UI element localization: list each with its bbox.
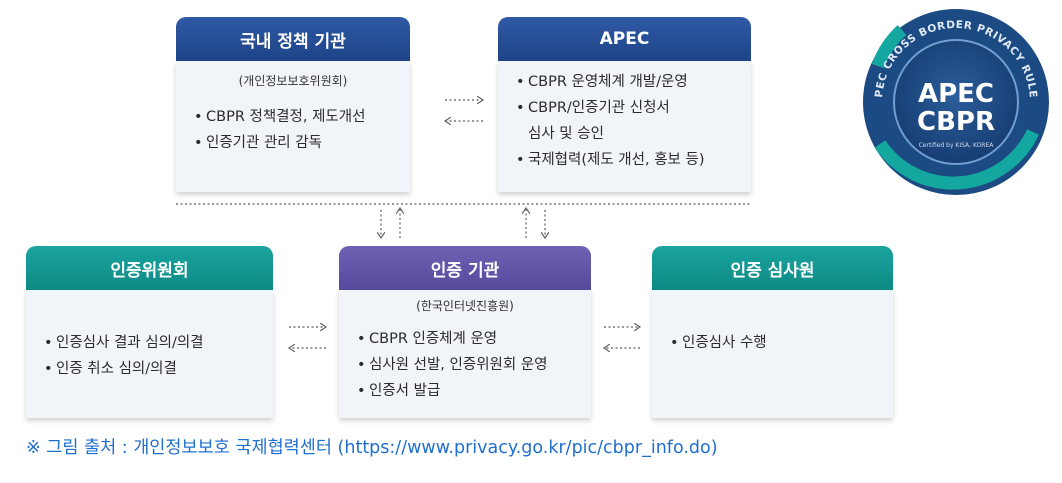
list-item: 국제협력(제도 개선, 홍보 등): [516, 147, 705, 173]
committee-body: 인증심사 결과 심의/의결 인증 취소 심의/의결: [26, 290, 273, 418]
agency-title: 인증 기관: [339, 246, 591, 290]
domestic-policy-body: (개인정보보호위원회) CBPR 정책결정, 제도개선 인증기관 관리 감독: [176, 61, 410, 192]
agency-subtitle: (한국인터넷진흥원): [416, 299, 514, 313]
committee-box: 인증위원회 인증심사 결과 심의/의결 인증 취소 심의/의결: [26, 246, 273, 418]
committee-title: 인증위원회: [26, 246, 273, 290]
list-item: CBPR 정책결정, 제도개선: [194, 104, 365, 130]
domestic-policy-box: 국내 정책 기관 (개인정보보호위원회) CBPR 정책결정, 제도개선 인증기…: [176, 17, 410, 192]
list-item: 인증심사 수행: [670, 330, 767, 356]
auditor-list: 인증심사 수행: [670, 330, 767, 356]
domestic-policy-subtitle: (개인정보보호위원회): [238, 74, 348, 88]
apec-title: APEC: [498, 17, 751, 61]
auditor-title: 인증 심사원: [652, 246, 893, 290]
auditor-body: 인증심사 수행: [652, 290, 893, 418]
list-item: 인증 취소 심의/의결: [44, 356, 204, 382]
logo-line1: APEC: [918, 79, 994, 109]
list-item: 심사원 선발, 인증위원회 운영: [357, 352, 548, 378]
agency-list: CBPR 인증체계 운영 심사원 선발, 인증위원회 운영 인증서 발급: [357, 326, 548, 404]
logo-line2: CBPR: [917, 107, 995, 137]
agency-box: 인증 기관 (한국인터넷진흥원) CBPR 인증체계 운영 심사원 선발, 인증…: [339, 246, 591, 418]
auditor-box: 인증 심사원 인증심사 수행: [652, 246, 893, 418]
domestic-policy-title: 국내 정책 기관: [176, 17, 410, 61]
committee-list: 인증심사 결과 심의/의결 인증 취소 심의/의결: [44, 330, 204, 382]
list-item: 인증심사 결과 심의/의결: [44, 330, 204, 356]
list-item: CBPR 인증체계 운영: [357, 326, 548, 352]
list-item: CBPR 운영체계 개발/운영: [516, 69, 705, 95]
list-item: 인증기관 관리 감독: [194, 130, 365, 156]
domestic-policy-list: CBPR 정책결정, 제도개선 인증기관 관리 감독: [194, 104, 365, 156]
source-caption: ※ 그림 출처 : 개인정보보호 국제협력센터 (https://www.pri…: [26, 438, 718, 458]
list-item: 인증서 발급: [357, 378, 548, 404]
logo-certified: Certified by KISA, KOREA: [919, 142, 995, 149]
apec-cbpr-logo: APEC CROSS BORDER PRIVACY RULES APEC CBP…: [858, 4, 1049, 195]
agency-body: (한국인터넷진흥원) CBPR 인증체계 운영 심사원 선발, 인증위원회 운영…: [339, 290, 591, 418]
